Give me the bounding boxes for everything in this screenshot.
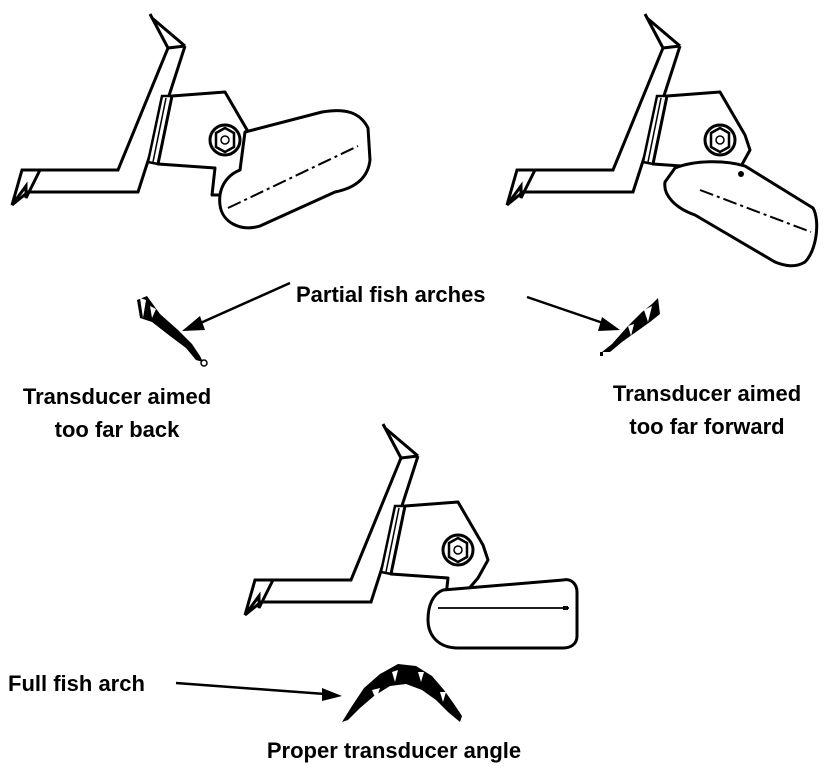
transducer-level [426, 578, 579, 650]
arrow-to-forward-arch [526, 295, 620, 331]
full-arch-label: Full fish arch [8, 671, 145, 696]
aimed-back-label-line1: Transducer aimed [23, 384, 211, 409]
transducer-nose-down [218, 109, 372, 230]
aimed-back-label-line2: too far back [55, 417, 180, 442]
bracket-proper [243, 422, 579, 650]
partial-arch-back [137, 296, 208, 367]
aimed-forward-label-line1: Transducer aimed [613, 381, 801, 406]
transducer-nose-up [663, 160, 819, 268]
bracket-too-far-back [10, 12, 372, 230]
partial-arches-label: Partial fish arches [296, 282, 486, 307]
partial-arch-forward [600, 298, 660, 356]
arrow-to-back-arch [182, 281, 291, 331]
full-arch [342, 664, 462, 722]
bracket-too-far-forward [505, 12, 819, 268]
proper-angle-label: Proper transducer angle [267, 738, 521, 763]
arrow-to-full-arch [175, 681, 342, 701]
aimed-forward-label-line2: too far forward [629, 414, 784, 439]
